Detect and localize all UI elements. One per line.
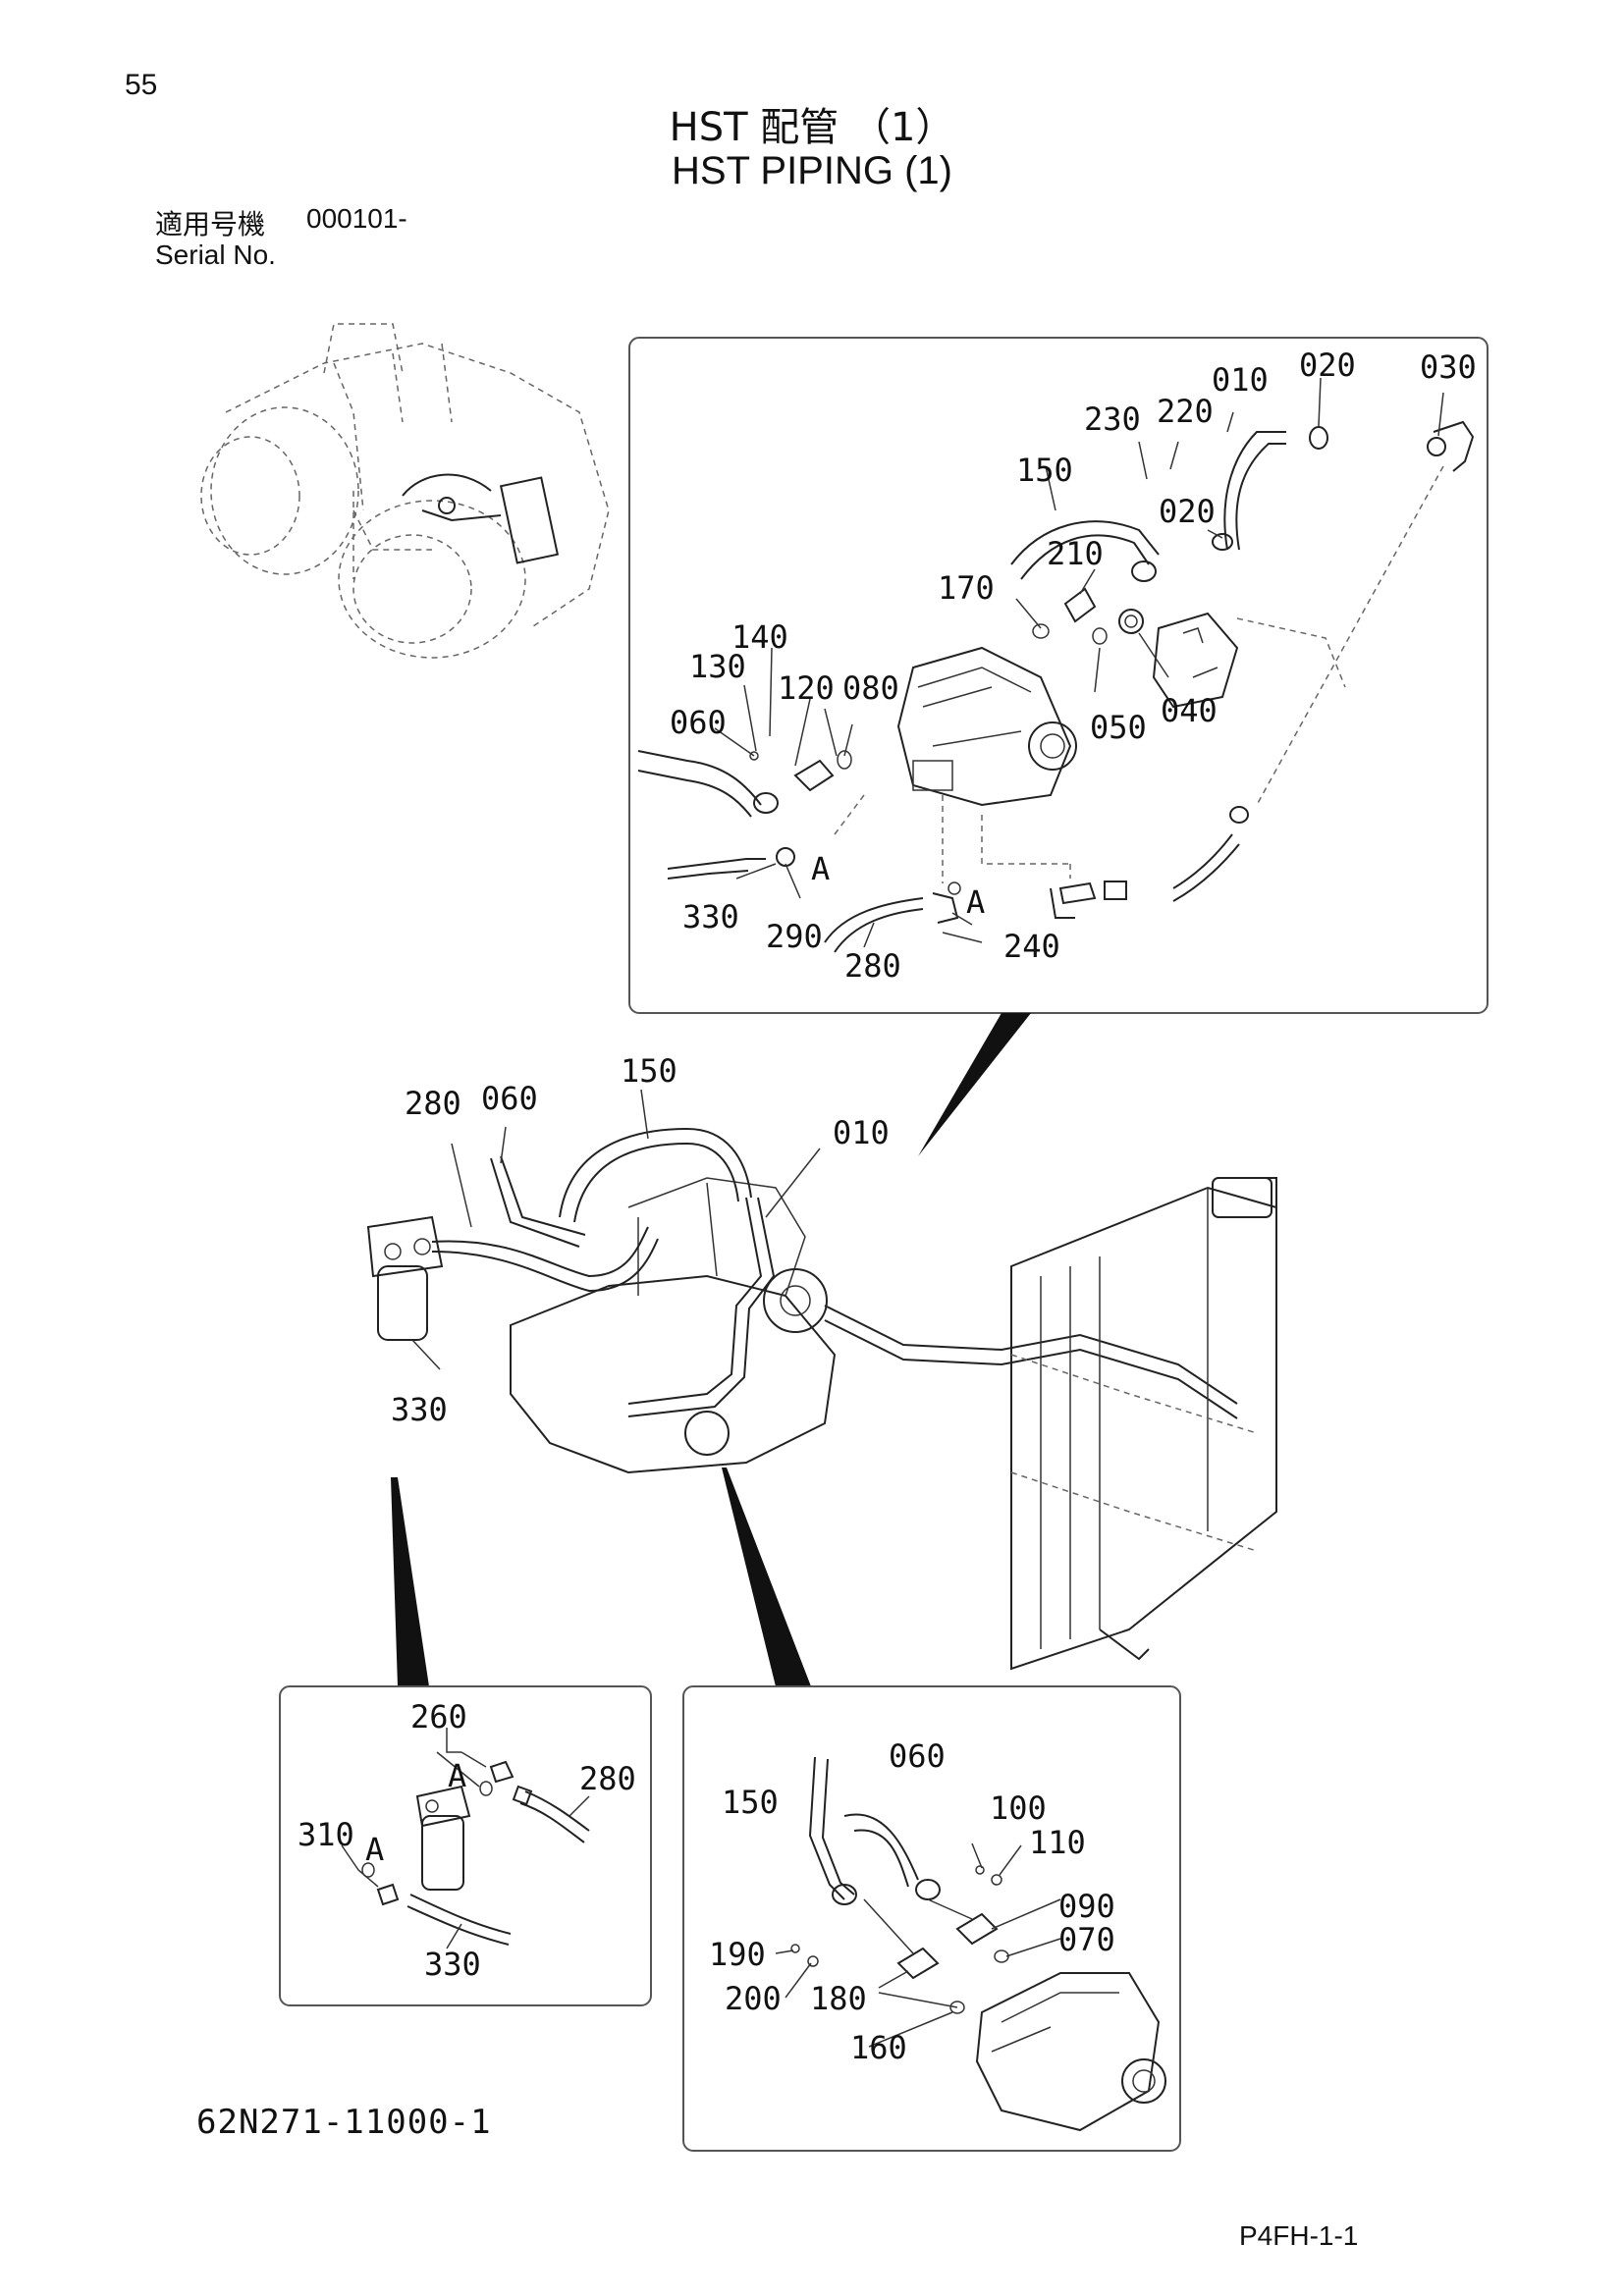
- page-code: P4FH-1-1: [1239, 2220, 1359, 2251]
- callout-150-main: 150: [621, 1052, 677, 1090]
- top-detail-drawing: [637, 377, 1475, 953]
- callout-330-main: 330: [391, 1391, 448, 1428]
- callout-280-detail: 280: [579, 1760, 636, 1797]
- main-assembly-drawing: [366, 1089, 1277, 1671]
- callout-230: 230: [1084, 400, 1141, 438]
- ref-mark-a-4: A: [365, 1831, 384, 1868]
- top-detail-callouts: 010 020 030 230 220 150 020 210 170 140 …: [670, 347, 1477, 985]
- callout-130: 130: [689, 648, 746, 685]
- callout-040: 040: [1161, 692, 1218, 729]
- page-number: 55: [125, 69, 158, 101]
- bottom-right-callouts: 060 150 100 110 090 070 190 200 180 160: [709, 1737, 1115, 2066]
- callout-080: 080: [842, 669, 899, 707]
- callout-150: 150: [1016, 452, 1073, 489]
- pointer-wedge-left: [391, 1477, 429, 1686]
- callout-010-main: 010: [833, 1114, 890, 1151]
- callout-140: 140: [731, 618, 788, 656]
- callout-100: 100: [990, 1789, 1047, 1827]
- callout-290: 290: [766, 918, 823, 955]
- ref-mark-a-1: A: [811, 850, 830, 887]
- callout-060: 060: [670, 704, 727, 741]
- ref-mark-a-2: A: [966, 883, 985, 921]
- main-view-callouts: 280 060 150 010 330: [391, 1052, 890, 1428]
- bottom-left-detail-frame: [279, 1685, 652, 2006]
- callout-280-main: 280: [405, 1085, 461, 1122]
- serial-label-japanese: 適用号機: [155, 208, 266, 240]
- title-japanese: HST 配管 （1）: [669, 105, 955, 150]
- callout-240: 240: [1003, 928, 1060, 965]
- pointer-wedge-top: [918, 1013, 1031, 1156]
- callout-110: 110: [1029, 1824, 1086, 1861]
- bottom-right-detail-frame: [682, 1685, 1181, 2152]
- callout-280: 280: [844, 947, 901, 985]
- callout-020-lower: 020: [1159, 493, 1216, 530]
- callout-050: 050: [1090, 709, 1147, 746]
- callout-020: 020: [1299, 347, 1356, 384]
- ref-mark-a-3: A: [448, 1757, 466, 1794]
- callout-060-main: 060: [481, 1080, 538, 1117]
- callout-330: 330: [682, 898, 739, 935]
- callout-310: 310: [298, 1816, 354, 1853]
- callout-190: 190: [709, 1936, 766, 1973]
- callout-180: 180: [810, 1980, 867, 2017]
- pointer-wedge-right: [722, 1468, 811, 1686]
- drawing-code: 62N271-11000-1: [196, 2103, 492, 2142]
- machine-overview-sketch: [200, 323, 610, 659]
- callout-010: 010: [1212, 361, 1269, 399]
- callout-150-detail: 150: [722, 1784, 779, 1821]
- bottom-left-callouts: 260 280 310 330 A A: [298, 1698, 636, 1983]
- callout-120: 120: [778, 669, 835, 707]
- callout-330-detail: 330: [424, 1946, 481, 1983]
- bottom-left-detail-drawing: [341, 1728, 590, 1949]
- callout-220: 220: [1157, 393, 1214, 430]
- callout-170: 170: [938, 569, 995, 607]
- callout-090: 090: [1058, 1888, 1115, 1925]
- bottom-right-detail-drawing: [775, 1756, 1166, 2132]
- callout-070: 070: [1058, 1921, 1115, 1958]
- title-english: HST PIPING (1): [672, 149, 952, 192]
- callout-210: 210: [1047, 535, 1104, 572]
- serial-label-english: Serial No.: [155, 240, 276, 270]
- serial-number-value: 000101-: [306, 203, 407, 234]
- top-detail-frame: [628, 337, 1489, 1014]
- callout-200: 200: [725, 1980, 782, 2017]
- callout-030: 030: [1420, 348, 1477, 386]
- callout-160: 160: [850, 2029, 907, 2066]
- callout-060-detail: 060: [889, 1737, 946, 1775]
- callout-260: 260: [410, 1698, 467, 1735]
